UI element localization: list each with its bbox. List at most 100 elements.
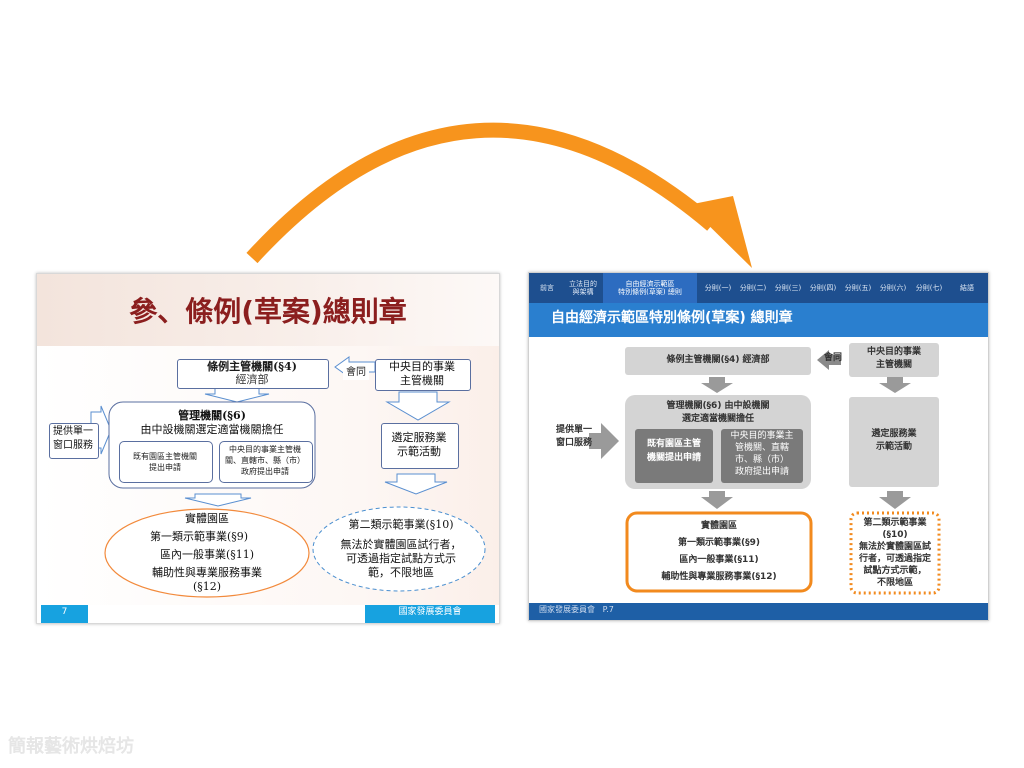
left-central-line1: 中央目的事業 (389, 360, 455, 373)
right-second-line6: 不限地區 (876, 578, 913, 588)
left-sub-a-line1: 既有園區主管機關 (133, 452, 197, 461)
right-sub-b-box (721, 429, 803, 483)
right-physical-line1: 實體園區 (700, 521, 737, 531)
left-page-number: 7 (61, 607, 68, 617)
left-physical-line2: 第一類示範事業(§9) (149, 530, 249, 543)
right-second-line1: 第二類示範事業 (863, 518, 927, 528)
right-window-line2: 窗口服務 (555, 438, 592, 448)
left-title-band (37, 274, 499, 346)
nav-item-part-5[interactable]: 分則(五) (844, 283, 872, 292)
right-title-bar (529, 303, 988, 337)
left-down-arrow-2 (385, 391, 451, 421)
left-second-line3: 可透過指定試點方式示 (346, 552, 456, 565)
left-page-number-bg (41, 605, 88, 623)
right-second-line5: 試點方式示範， (863, 566, 927, 576)
left-physical-line4: 輔助性與專業服務事業 (152, 566, 262, 579)
left-down-arrow-4 (384, 473, 448, 495)
left-sub-b-line2: 關、直轄市、縣（市） (225, 456, 305, 465)
left-physical-line1: 實體園區 (185, 512, 229, 525)
arrow-curve (246, 122, 717, 264)
nav-item-part-4[interactable]: 分則(四) (809, 283, 837, 292)
right-down-arrow-4 (879, 491, 911, 509)
right-footer (529, 603, 988, 620)
right-down-arrow-3 (701, 491, 733, 509)
right-select-line1: 遴定服務業 (871, 429, 917, 439)
nav-item-general-line1: 自由經濟示範區 (625, 279, 675, 288)
right-sub-b-line2: 管機關、直轄 (734, 443, 789, 453)
right-second-box (849, 511, 941, 595)
left-org-label: 國家發展委員會 (398, 607, 462, 617)
left-authority-line2: 經濟部 (235, 373, 269, 386)
left-window-box (49, 423, 99, 459)
right-slide: 前言 立法目的 與架構 自由經濟示範區 特別條例(草案) 總則 分則(一) 分則… (528, 272, 989, 621)
right-central-line1: 中央目的事業 (866, 347, 921, 357)
right-nav-active-bg (603, 273, 697, 303)
left-physical-ellipse (104, 508, 310, 598)
nav-item-intro[interactable]: 前言 (540, 283, 554, 292)
nav-item-purpose-line1: 立法目的 (569, 279, 597, 288)
left-central-box (375, 359, 471, 391)
left-select-line1: 遴定服務業 (391, 431, 447, 444)
right-sub-a-line1: 既有園區主管 (646, 439, 701, 449)
nav-item-purpose[interactable]: 立法目的 與架構 (563, 273, 603, 303)
right-select-box (849, 397, 939, 487)
right-authority-box (625, 347, 811, 375)
right-sub-a-line2: 機關提出申請 (646, 453, 701, 463)
left-second-ellipse (312, 506, 486, 592)
left-second-line2: 無法於實體園區試行者， (340, 538, 462, 551)
left-sub-b-line3: 政府提出申請 (241, 467, 289, 476)
right-physical-line2: 第一類示範事業(§9) (678, 538, 760, 548)
left-slide: 參、條例(草案)總則章 條例主管機關(§4) 經濟部 會同 中央目的事業 主管機… (36, 273, 500, 624)
right-consult-arrow (817, 350, 841, 370)
right-central-line2: 主管機關 (875, 360, 912, 370)
watermark: 簡報藝術烘焙坊 (8, 736, 134, 757)
right-second-line2: (§10) (882, 530, 908, 540)
nav-item-general-line2: 特別條例(草案) 總則 (618, 288, 682, 296)
left-consult-label: 會同 (343, 367, 369, 380)
left-authority-line1: 條例主管機關(§4) (207, 360, 297, 373)
left-down-arrow-1 (204, 387, 270, 403)
left-sub-b-box (219, 441, 313, 483)
arrow-head (688, 196, 752, 268)
right-slide-title: 自由經濟示範區特別條例(草案) 總則章 (551, 310, 793, 326)
right-sub-b-line1: 中央目的事業主 (730, 431, 794, 441)
left-down-arrow-3 (184, 493, 252, 507)
left-authority-box (177, 359, 329, 389)
right-down-arrow-2 (879, 377, 911, 393)
nav-item-part-2[interactable]: 分則(二) (739, 283, 767, 292)
left-select-line2: 示範活動 (397, 445, 441, 458)
nav-item-part-6[interactable]: 分則(六) (879, 283, 907, 292)
right-management-line1: 管理機關(§6) 由中設機關 (666, 401, 770, 411)
right-footer-label: 國家發展委員會 P.7 (539, 605, 614, 614)
right-diagram-shapes (589, 350, 941, 595)
nav-item-part-7[interactable]: 分則(七) (915, 283, 943, 292)
left-physical-line5: (§12) (192, 580, 222, 593)
left-sub-a-line2: 提出申請 (149, 463, 181, 472)
nav-item-purpose-line2: 與架構 (572, 288, 594, 296)
right-window-line1: 提供單一 (555, 425, 592, 435)
nav-item-part-1[interactable]: 分則(一) (704, 283, 732, 292)
right-sub-b-line4: 政府提出申請 (734, 467, 789, 477)
left-management-line2: 由中設機關選定適當機關擔任 (140, 423, 284, 436)
nav-item-conclusion[interactable]: 結語 (960, 283, 974, 292)
right-management-line2: 選定適當機關擔任 (681, 414, 754, 424)
right-second-line4: 行者，可透過指定 (858, 554, 931, 564)
right-physical-box (625, 511, 813, 593)
nav-item-part-3[interactable]: 分則(三) (774, 283, 802, 292)
left-central-line2: 主管機關 (400, 374, 444, 387)
right-second-line3: 無法於實體園區試 (858, 542, 931, 552)
right-physical-line3: 區內一般事業(§11) (679, 555, 759, 565)
right-sub-b-line3: 市、縣（市） (734, 455, 789, 465)
right-consult-label: 會同 (823, 353, 842, 363)
right-central-box (849, 343, 939, 377)
left-select-box (381, 423, 459, 469)
right-physical-line4: 輔助性與專業服務事業(§12) (661, 572, 777, 582)
right-sub-a-box (635, 429, 713, 483)
left-org-bg (365, 605, 495, 623)
right-window-arrow (589, 423, 619, 459)
right-authority-text: 條例主管機關(§4) 經濟部 (666, 355, 770, 365)
nav-item-general[interactable]: 自由經濟示範區 特別條例(草案) 總則 (603, 273, 697, 303)
left-physical-line3: 區內一般事業(§11) (159, 548, 255, 561)
left-second-line4: 範，不限地區 (368, 566, 434, 579)
